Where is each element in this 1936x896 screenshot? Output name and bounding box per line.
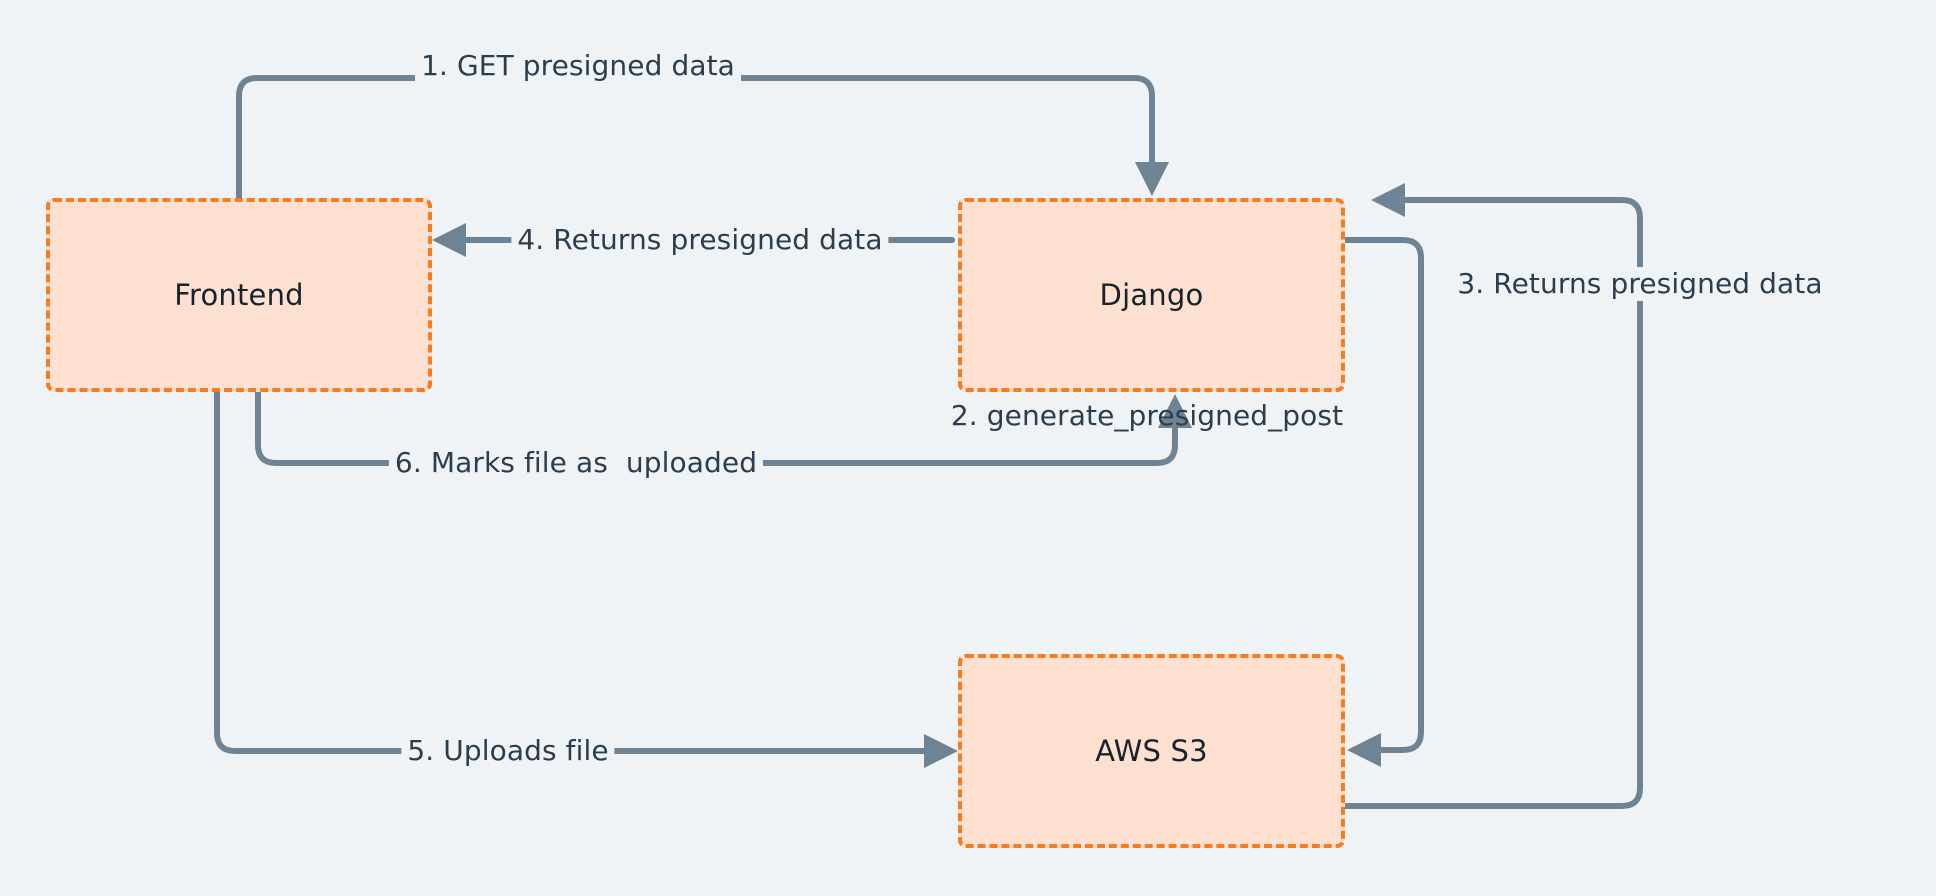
edge-label-step5: 5. Uploads file	[401, 734, 615, 768]
edge-step4-arrowhead	[432, 223, 466, 257]
edge-step2	[1342, 237, 1424, 767]
edge-label-step1: 1. GET presigned data	[415, 49, 741, 83]
edge-step5	[214, 389, 958, 768]
edge-label-step6: 6. Marks file as uploaded	[388, 446, 764, 480]
edge-step5-arrowhead	[924, 734, 958, 768]
edge-step6-arrowhead	[1158, 394, 1192, 428]
edge-step3-path	[1342, 197, 1643, 809]
edge-step3-arrowhead	[1371, 183, 1405, 217]
node-frontend[interactable]: Frontend	[46, 198, 432, 392]
edge-step1-path	[236, 75, 1155, 201]
node-django[interactable]: Django	[958, 198, 1345, 392]
edge-step2-arrowhead	[1347, 733, 1381, 767]
edge-step3	[1342, 183, 1643, 809]
node-aws-s3-label: AWS S3	[1095, 734, 1208, 768]
node-aws-s3[interactable]: AWS S3	[958, 654, 1345, 848]
edge-step1-arrowhead	[1135, 162, 1169, 196]
node-django-label: Django	[1099, 278, 1204, 312]
edge-step2-path	[1342, 237, 1424, 753]
edge-step5-path	[214, 389, 935, 754]
edge-label-step3: 3. Returns presigned data	[1451, 267, 1829, 301]
edge-label-step2: 2. generate_presigned_post	[950, 399, 1344, 432]
edge-label-step4: 4. Returns presigned data	[511, 223, 889, 257]
node-frontend-label: Frontend	[174, 278, 304, 312]
edge-step1	[236, 75, 1169, 201]
